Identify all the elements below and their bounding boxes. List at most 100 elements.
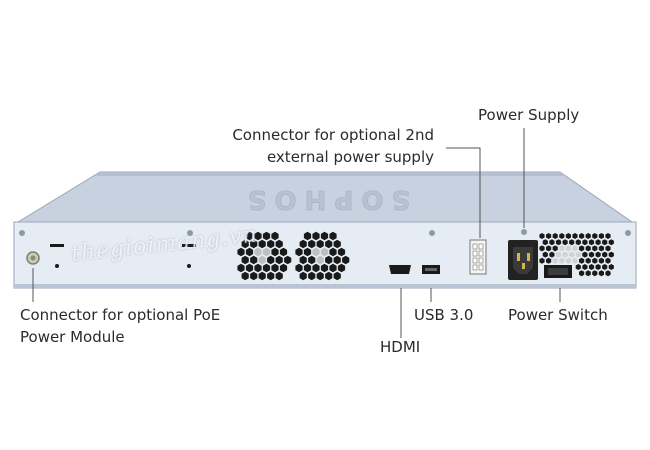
vent-hole bbox=[245, 247, 254, 257]
vent-hole bbox=[333, 271, 341, 281]
vent-hole bbox=[250, 239, 258, 249]
vent-hole bbox=[595, 239, 601, 246]
vent-hole bbox=[585, 270, 591, 277]
vent-hole bbox=[275, 255, 283, 265]
fan-grill-right bbox=[294, 231, 350, 281]
connector-pin bbox=[478, 250, 484, 257]
vent-hole bbox=[316, 255, 324, 265]
slot-mark bbox=[50, 244, 64, 247]
vent-hole bbox=[299, 255, 307, 265]
vent-hole bbox=[284, 255, 292, 265]
connector-pin bbox=[472, 250, 478, 257]
vent-hole bbox=[552, 245, 558, 252]
label-second-psu-line1: Connector for optional 2nd bbox=[232, 126, 434, 144]
second-psu-connector-pins bbox=[472, 243, 484, 271]
fan-grill-left bbox=[236, 231, 292, 281]
vent-hole bbox=[275, 271, 283, 281]
vent-hole bbox=[262, 247, 271, 257]
vent-hole bbox=[575, 251, 581, 258]
vent-hole bbox=[333, 255, 341, 265]
vent-hole bbox=[279, 263, 288, 273]
vent-hole bbox=[241, 239, 249, 249]
vent-hole bbox=[555, 251, 562, 258]
label-second-psu-line2: external power supply bbox=[266, 148, 434, 166]
vent-hole bbox=[267, 239, 275, 249]
vent-hole bbox=[542, 239, 548, 246]
vent-hole bbox=[579, 245, 585, 252]
screw bbox=[187, 230, 193, 236]
vent-hole bbox=[608, 251, 614, 258]
vent-hole bbox=[237, 263, 245, 273]
vent-hole bbox=[555, 239, 562, 246]
vent-hole bbox=[602, 239, 608, 246]
vent-hole bbox=[546, 257, 552, 264]
vent-hole bbox=[565, 257, 571, 264]
connector-pin bbox=[472, 243, 478, 250]
vent-hole bbox=[595, 264, 601, 270]
vent-hole bbox=[592, 270, 598, 277]
vent-hole bbox=[308, 239, 316, 249]
vent-hole bbox=[316, 271, 324, 281]
vent-hole bbox=[552, 257, 558, 264]
vent-hole bbox=[598, 270, 604, 277]
screw bbox=[19, 230, 25, 236]
vent-hole bbox=[549, 239, 555, 246]
vent-hole bbox=[592, 233, 598, 239]
vent-hole bbox=[329, 231, 337, 241]
vent-hole bbox=[312, 247, 320, 257]
vent-hole bbox=[258, 239, 266, 249]
second-psu-connector bbox=[469, 239, 487, 275]
vent-hole bbox=[329, 247, 337, 257]
label-poe-line1: Connector for optional PoE bbox=[20, 306, 221, 324]
vent-hole bbox=[562, 251, 568, 258]
vent-hole bbox=[299, 271, 307, 281]
label-poe-line2: Power Module bbox=[20, 328, 125, 346]
chassis-bottom-edge bbox=[14, 284, 636, 288]
vent-hole bbox=[250, 255, 258, 265]
connector-pin bbox=[478, 257, 484, 264]
vent-hole bbox=[592, 257, 598, 264]
vent-hole bbox=[572, 257, 578, 264]
vent-hole bbox=[605, 233, 611, 239]
vent-hole bbox=[585, 233, 591, 239]
connector-pin bbox=[478, 243, 484, 250]
vent-hole bbox=[303, 247, 312, 257]
vent-hole bbox=[579, 257, 585, 264]
vent-hole bbox=[312, 231, 320, 241]
screw bbox=[429, 230, 435, 236]
vent-hole bbox=[271, 231, 279, 241]
vent-hole bbox=[316, 239, 324, 249]
vent-hole bbox=[592, 245, 598, 252]
vent-hole bbox=[337, 263, 346, 273]
led bbox=[55, 264, 59, 268]
vent-hole bbox=[303, 231, 312, 241]
vent-hole bbox=[569, 239, 575, 246]
vent-hole bbox=[539, 257, 545, 264]
vent-hole bbox=[254, 263, 262, 273]
slot-mark bbox=[182, 244, 196, 247]
vent-hole bbox=[245, 231, 254, 241]
vent-hole bbox=[325, 271, 333, 281]
vent-hole bbox=[295, 263, 303, 273]
label-usb: USB 3.0 bbox=[414, 306, 474, 324]
vent-hole bbox=[552, 233, 558, 239]
vent-hole bbox=[595, 251, 601, 258]
vent-hole bbox=[585, 257, 591, 264]
vent-hole bbox=[598, 233, 604, 239]
leader-lines bbox=[32, 128, 561, 338]
vent-hole bbox=[308, 255, 316, 265]
vent-hole bbox=[267, 271, 275, 281]
vent-hole bbox=[333, 239, 341, 249]
connector-pin bbox=[472, 257, 478, 264]
vent-hole bbox=[329, 263, 337, 273]
vent-hole bbox=[559, 257, 565, 264]
vent-hole bbox=[271, 263, 279, 273]
vent-hole bbox=[267, 255, 275, 265]
connector-pin bbox=[478, 264, 484, 271]
vent-hole bbox=[588, 239, 595, 246]
power-switch-rocker bbox=[548, 268, 568, 275]
vent-hole bbox=[582, 251, 588, 258]
vent-hole bbox=[312, 263, 320, 273]
vent-hole bbox=[605, 270, 611, 277]
vent-hole bbox=[245, 263, 254, 273]
